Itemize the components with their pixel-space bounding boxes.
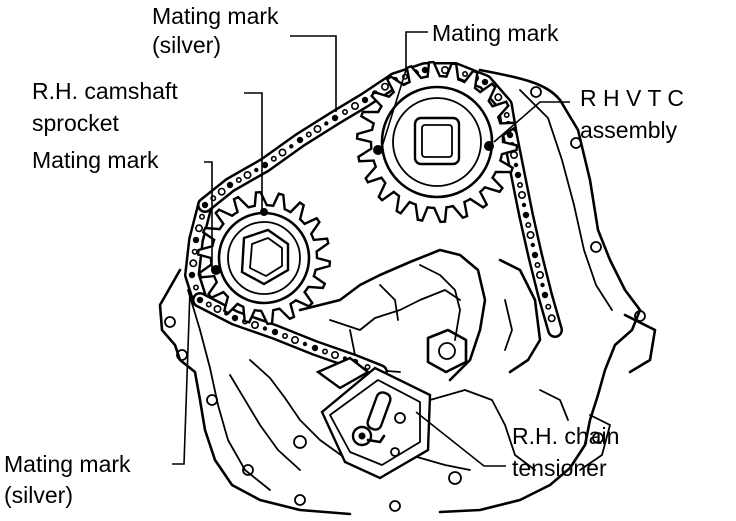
chain-link	[313, 125, 322, 134]
rh-vtc-sprocket	[355, 60, 519, 224]
chain-link	[281, 332, 288, 339]
chain-link	[231, 314, 239, 322]
rh-chain-tensioner	[315, 356, 432, 480]
chain-link	[494, 93, 503, 102]
chain-link	[296, 136, 304, 144]
chain-link	[251, 320, 260, 329]
chain-link	[530, 242, 535, 248]
chain-link	[213, 304, 222, 313]
chain-link	[526, 231, 535, 240]
chain-link	[516, 182, 523, 189]
chain-link	[525, 222, 532, 229]
chain-link	[217, 187, 226, 196]
chain-link	[199, 213, 206, 220]
label-mating-mark-silver-top-line1: Mating mark	[152, 3, 279, 29]
chain-link	[509, 151, 518, 160]
chain-link	[201, 201, 209, 209]
chain-link	[196, 296, 204, 304]
vtc-top-mating-dot	[373, 145, 383, 155]
chain-link	[380, 82, 389, 91]
chain-link	[541, 291, 549, 299]
chain-link	[350, 102, 359, 111]
chain-link	[321, 348, 328, 355]
cam-mating-dot	[211, 265, 221, 275]
chain-link	[361, 96, 369, 104]
chain-link	[188, 271, 196, 279]
vtc-mating-dot	[484, 141, 494, 151]
chain-link	[193, 284, 200, 291]
chain-link	[305, 131, 312, 138]
chain-link	[302, 341, 308, 347]
label-mating-mark-silver-bottom-line1: Mating mark	[4, 451, 131, 477]
chain-link	[205, 301, 212, 308]
chain-link	[522, 211, 530, 219]
chain-link	[261, 161, 269, 169]
chain-link	[189, 259, 198, 268]
chain-link	[311, 344, 319, 352]
label-mating-mark-top-right: Mating mark	[432, 20, 559, 46]
chain-link	[545, 303, 552, 310]
chain-link	[243, 171, 252, 180]
chain-link	[226, 181, 234, 189]
chain-link	[331, 114, 339, 122]
chain-link	[254, 167, 259, 173]
label-mating-mark-silver-top-line2: (silver)	[152, 32, 221, 58]
engine-housing	[158, 68, 657, 516]
chain-link	[531, 251, 539, 259]
label-rh-camshaft-line2: sprocket	[32, 110, 120, 136]
leader-lines	[172, 31, 570, 467]
chain-link	[535, 270, 544, 279]
chain-link	[514, 171, 522, 179]
chain-link	[271, 328, 279, 336]
label-rh-camshaft-line1: R.H. camshaft	[32, 78, 178, 104]
chain-link	[517, 191, 526, 200]
chain-link	[330, 350, 339, 359]
chain-link	[506, 131, 514, 139]
chain-link	[481, 78, 489, 86]
chain-link	[547, 314, 556, 323]
chain-link	[192, 236, 200, 244]
chain-link	[503, 112, 510, 119]
label-rh-chain-tensioner-line1: R.H. chain	[512, 423, 619, 449]
chain-link	[521, 202, 527, 208]
chain-link	[540, 282, 545, 288]
chain-link	[195, 224, 204, 233]
chain-link	[262, 326, 268, 331]
chain-link	[324, 121, 329, 126]
rh-camshaft-sprocket	[196, 190, 332, 326]
label-rh-vtc-line2: assembly	[580, 117, 678, 143]
label-rh-chain-tensioner-line2: tensioner	[512, 455, 607, 481]
chain-link	[278, 148, 287, 157]
chain-link	[421, 66, 429, 74]
chain-link	[191, 248, 198, 255]
label-mating-mark-silver-bottom-line2: (silver)	[4, 482, 73, 508]
chain-link	[513, 162, 519, 168]
label-rh-vtc-line1: R H V T C	[580, 85, 684, 111]
chain-link	[461, 71, 468, 78]
chain-link	[290, 335, 299, 344]
chain-link	[534, 261, 541, 268]
label-mating-mark-left: Mating mark	[32, 147, 159, 173]
chain-link	[341, 109, 348, 116]
chain-link	[270, 155, 277, 162]
chain-link	[289, 144, 294, 149]
callout-labels: Mating mark (silver) Mating mark R H V T…	[4, 3, 684, 508]
chain-link	[235, 177, 242, 184]
chain-link	[364, 363, 371, 370]
